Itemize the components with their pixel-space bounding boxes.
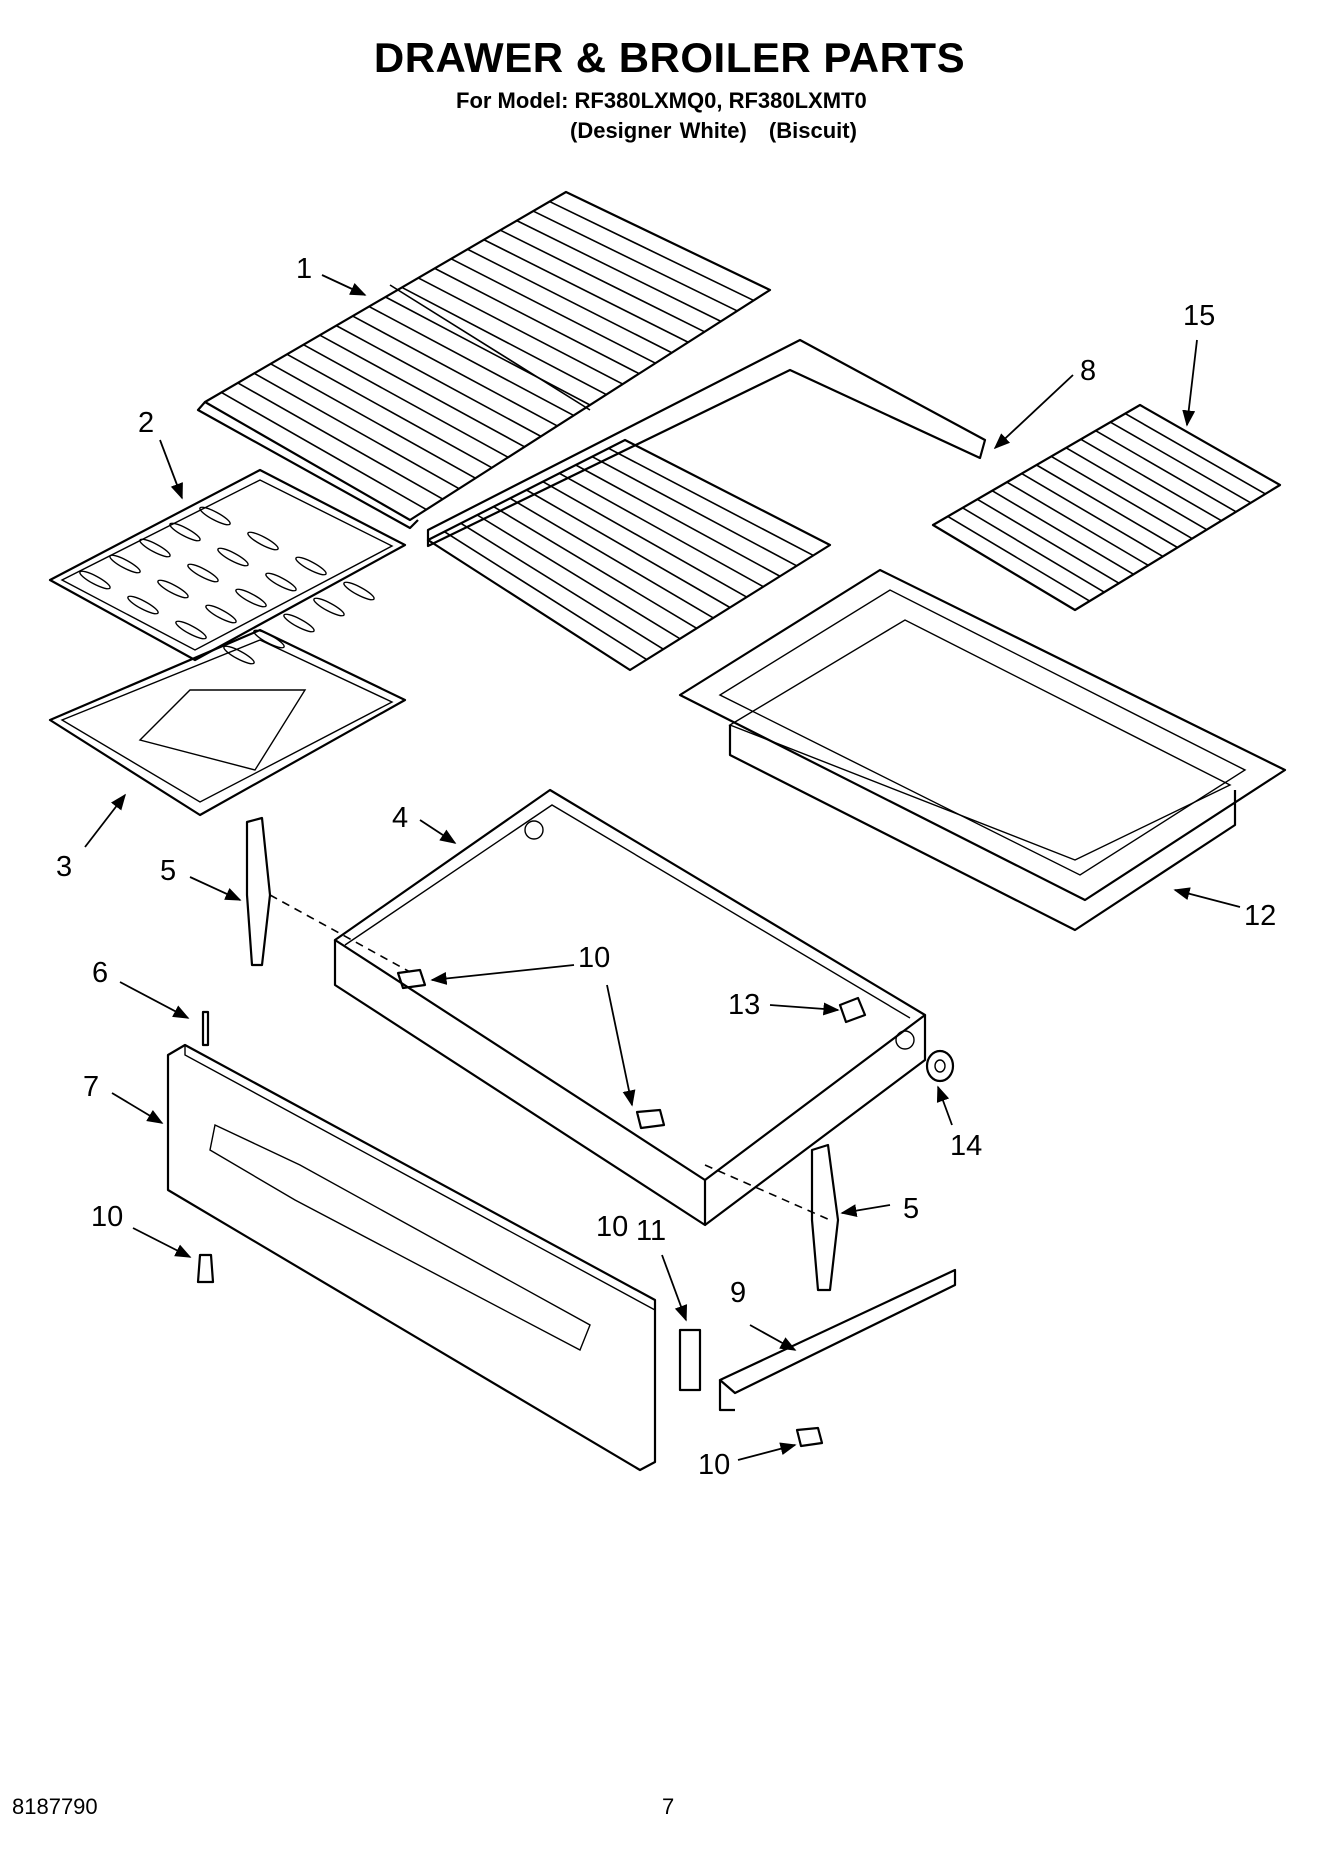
callout-1: 1 bbox=[296, 253, 312, 285]
model-variants: (Designer White) (Biscuit) bbox=[570, 118, 871, 144]
part-broiler-grid bbox=[48, 468, 407, 665]
callout-14: 14 bbox=[950, 1130, 982, 1162]
page-title: DRAWER & BROILER PARTS bbox=[373, 34, 966, 81]
callout-13: 13 bbox=[728, 989, 760, 1021]
callout-leaders bbox=[84, 274, 1241, 1461]
callout-11: 11 bbox=[636, 1215, 666, 1247]
roller-14 bbox=[925, 1049, 955, 1083]
callout-12: 12 bbox=[1244, 900, 1276, 932]
nut-13 bbox=[838, 996, 867, 1024]
callout-5-right: 5 bbox=[903, 1193, 919, 1225]
screw-10-drawer-mid bbox=[635, 1108, 666, 1130]
page-number: 7 bbox=[662, 1794, 675, 1819]
callout-3: 3 bbox=[56, 851, 72, 883]
part-rack-slide bbox=[426, 338, 987, 548]
screw-10-bracket bbox=[795, 1426, 824, 1448]
callout-9: 9 bbox=[730, 1277, 746, 1309]
part-drawer-front bbox=[166, 1043, 657, 1472]
part-clip bbox=[678, 1328, 702, 1392]
document-code: 8187790 bbox=[12, 1794, 98, 1819]
callout-6: 6 bbox=[92, 957, 108, 989]
callout-2: 2 bbox=[138, 407, 154, 439]
variant-biscuit: (Biscuit) bbox=[768, 118, 857, 143]
callout-10-front: 10 bbox=[91, 1201, 123, 1233]
part-broiler-pan bbox=[48, 628, 407, 817]
callout-8: 8 bbox=[1080, 355, 1096, 387]
callout-10-drawer-left: 10 bbox=[578, 942, 610, 974]
part-drawer-glide-left bbox=[245, 816, 272, 967]
callout-5-left: 5 bbox=[160, 855, 176, 887]
part-drawer-liner bbox=[678, 568, 1287, 932]
screw-10-drawer-left bbox=[396, 968, 427, 990]
model-line: For Model: RF380LXMQ0, RF380LXMT0 bbox=[456, 88, 867, 113]
part-half-rack bbox=[426, 438, 832, 672]
callout-10-drawer-mid: 10 bbox=[596, 1211, 628, 1243]
screw-10-front bbox=[196, 1253, 215, 1284]
part-drawer-glide-right bbox=[810, 1143, 840, 1292]
part-small-rack bbox=[931, 403, 1282, 612]
variant-designer-white: (Designer White) bbox=[570, 118, 747, 143]
screw-6 bbox=[201, 1010, 210, 1047]
callout-10-bracket: 10 bbox=[698, 1449, 730, 1481]
part-drawer-bracket bbox=[718, 1268, 957, 1412]
part-drawer-body bbox=[333, 788, 927, 1227]
callout-7: 7 bbox=[83, 1071, 99, 1103]
callout-15: 15 bbox=[1183, 300, 1215, 332]
part-oven-rack bbox=[196, 190, 772, 530]
callout-4: 4 bbox=[392, 802, 408, 834]
